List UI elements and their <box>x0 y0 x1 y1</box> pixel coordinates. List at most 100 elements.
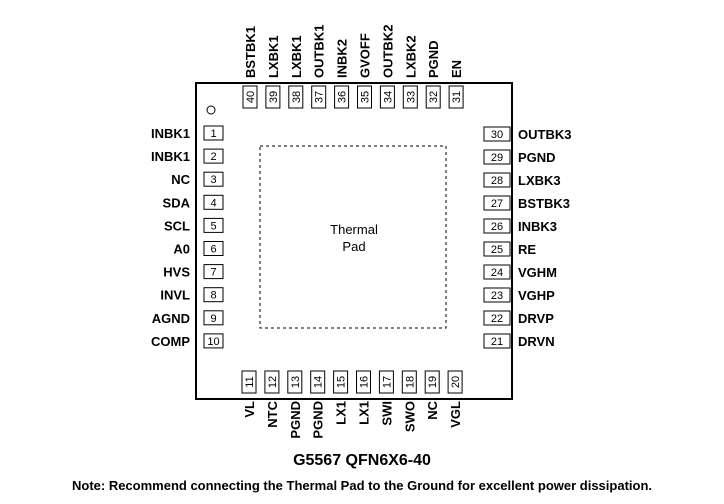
note-text: Note: Recommend connecting the Thermal P… <box>71 478 653 493</box>
pin-box-21 <box>483 333 511 349</box>
pin-label-13: PGND <box>288 401 303 439</box>
pin-number-19: 19 <box>427 376 439 388</box>
pin-number-1: 1 <box>210 128 216 140</box>
pin-number-8: 8 <box>210 290 216 302</box>
pin-box-13 <box>287 370 303 394</box>
pin-label-22: DRVP <box>518 311 554 326</box>
pin-label-16: LX1 <box>357 401 372 425</box>
pin-label-5: SCL <box>164 218 190 233</box>
pin-box-40 <box>242 85 258 109</box>
pin-box-38 <box>288 85 304 109</box>
pin-box-22 <box>483 310 511 326</box>
pin-number-21: 21 <box>491 336 503 348</box>
pin-label-38: LXBK1 <box>289 35 304 78</box>
pin-label-2: INBK1 <box>151 149 190 164</box>
pin-box-15 <box>333 370 349 394</box>
pin-label-29: PGND <box>518 150 556 165</box>
pin-number-4: 4 <box>210 197 216 209</box>
pin-box-16 <box>356 370 371 394</box>
pin-label-40: BSTBK1 <box>243 26 258 78</box>
pin-label-1: INBK1 <box>151 126 190 141</box>
pin-box-36 <box>334 85 350 109</box>
pin-box-32 <box>425 85 441 109</box>
pin-number-23: 23 <box>491 290 503 302</box>
pin-box-31 <box>448 85 464 109</box>
pin-label-32: PGND <box>426 40 441 78</box>
pin-label-15: LX1 <box>334 401 349 425</box>
pin-label-20: VGL <box>448 401 463 428</box>
pin-box-19 <box>424 370 440 394</box>
pin-box-8 <box>203 287 224 303</box>
pin-label-28: LXBK3 <box>518 173 561 188</box>
pin-box-28 <box>483 172 511 188</box>
pin-box-34 <box>379 85 395 109</box>
pin-number-34: 34 <box>382 91 394 103</box>
pin-box-4 <box>203 194 224 210</box>
pin-label-36: INBK2 <box>335 39 350 78</box>
pin-number-31: 31 <box>451 91 463 103</box>
pin-box-39 <box>265 85 281 109</box>
pin-number-7: 7 <box>210 267 216 279</box>
pin-label-10: COMP <box>151 334 190 349</box>
pin-label-34: OUTBK2 <box>380 25 395 78</box>
pin-box-33 <box>402 85 418 109</box>
pin-number-12: 12 <box>267 376 279 388</box>
pin-label-8: INVL <box>160 288 190 303</box>
pin-box-23 <box>483 287 511 303</box>
pin-box-18 <box>401 370 417 394</box>
pin-box-6 <box>203 241 224 256</box>
pin-label-19: NC <box>425 400 440 419</box>
pin-box-37 <box>311 85 327 109</box>
pin-label-21: DRVN <box>518 334 555 349</box>
pin-number-9: 9 <box>210 313 216 325</box>
pin-label-18: SWO <box>402 401 417 432</box>
pin-number-11: 11 <box>244 376 256 387</box>
pin-box-35 <box>357 85 372 109</box>
pin-label-23: VGHP <box>518 288 555 303</box>
pin-label-9: AGND <box>152 311 190 326</box>
pin-box-29 <box>483 149 511 165</box>
pin-box-30 <box>483 126 511 142</box>
pin-number-26: 26 <box>491 221 503 233</box>
pin-label-17: SWI <box>379 401 394 426</box>
pin-number-15: 15 <box>336 376 348 388</box>
pin-box-27 <box>483 195 511 211</box>
pin-number-35: 35 <box>360 91 372 103</box>
pin-number-3: 3 <box>210 174 216 186</box>
pin-box-12 <box>264 370 280 394</box>
pin-number-17: 17 <box>381 376 393 388</box>
pin-box-14 <box>310 370 326 394</box>
pin-label-11: VL <box>242 401 257 418</box>
pin-number-25: 25 <box>491 244 503 256</box>
pin-label-33: LXBK2 <box>403 35 418 78</box>
pin-label-7: HVS <box>163 265 190 280</box>
pin-box-5 <box>203 217 224 233</box>
pin-label-4: SDA <box>163 195 191 210</box>
pin-label-3: NC <box>171 172 190 187</box>
pin-label-6: A0 <box>173 242 190 257</box>
pin-number-28: 28 <box>491 175 503 187</box>
pin-box-9 <box>203 310 224 326</box>
pin-box-7 <box>203 264 224 280</box>
pin-box-2 <box>203 148 224 164</box>
pin-number-13: 13 <box>290 376 302 388</box>
pin-number-27: 27 <box>491 198 503 210</box>
pin-number-20: 20 <box>450 376 462 388</box>
pin-box-10 <box>203 333 224 349</box>
thermal-pad-label-line2: Pad <box>342 239 365 254</box>
pin-number-37: 37 <box>314 91 326 103</box>
pin-box-20 <box>447 370 463 394</box>
pin-box-1 <box>203 125 224 141</box>
pin-number-16: 16 <box>359 376 371 388</box>
pin-number-29: 29 <box>491 152 503 164</box>
pin-label-24: VGHM <box>518 265 557 280</box>
pin-label-30: OUTBK3 <box>518 127 571 142</box>
pin-label-26: INBK3 <box>518 219 557 234</box>
pin-number-24: 24 <box>491 267 503 279</box>
pin-box-26 <box>483 218 511 234</box>
pin-box-17 <box>378 370 394 394</box>
pin-box-11 <box>241 370 257 394</box>
pin-number-18: 18 <box>404 376 416 388</box>
pin-number-40: 40 <box>245 91 257 103</box>
